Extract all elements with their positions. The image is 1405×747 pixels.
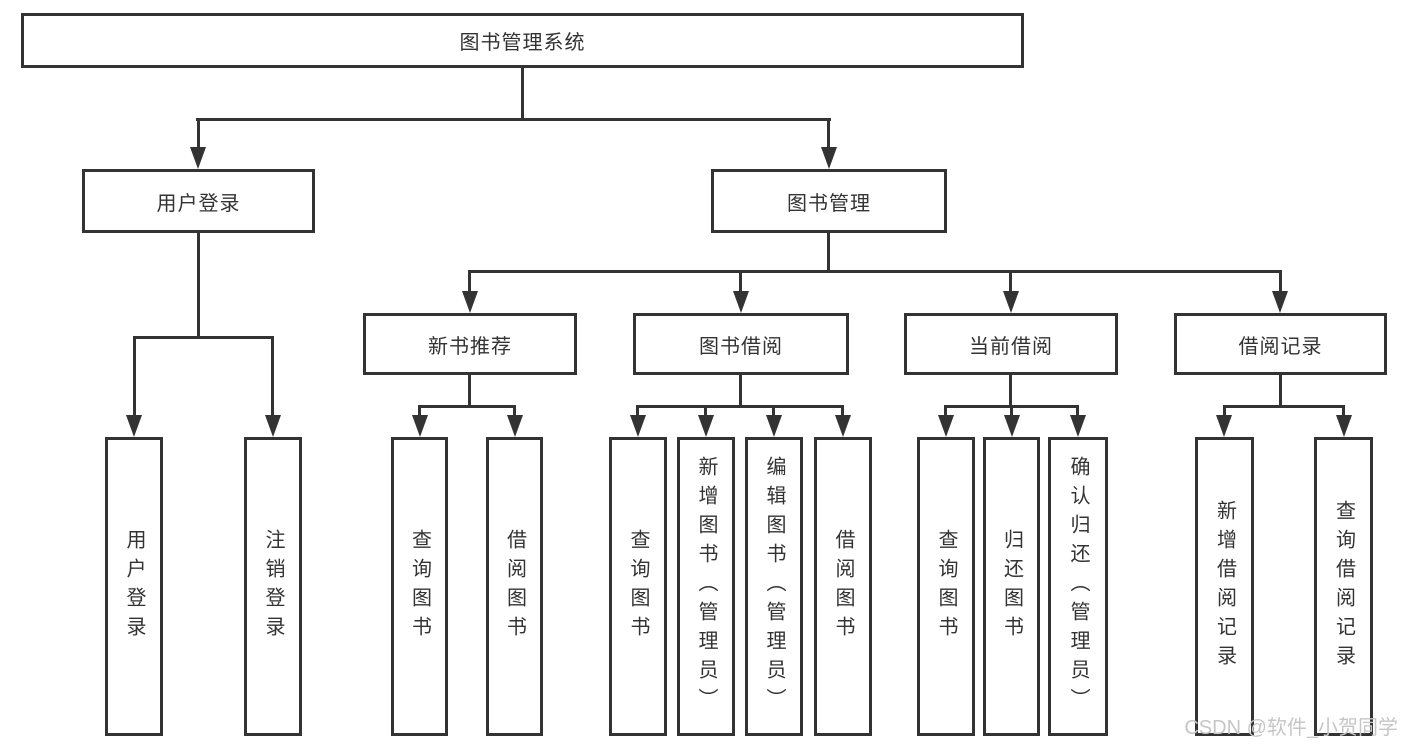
connector-hline [196, 118, 831, 121]
arrow-down-icon [1216, 415, 1232, 437]
node-label: 用户登录 [123, 528, 145, 645]
arrow-down-icon [507, 415, 523, 437]
node-label: 图书管理 [787, 192, 871, 215]
arrow-down-icon [462, 291, 478, 313]
arrow-down-icon [835, 415, 851, 437]
node-label: 当前借阅 [969, 335, 1053, 358]
connector-vline [739, 270, 742, 295]
arrow-down-icon [698, 415, 714, 437]
connector-vline [468, 375, 471, 407]
arrow-down-icon [1004, 415, 1020, 437]
leaf-user-login: 用户登录 [105, 437, 163, 736]
connector-vline [772, 405, 775, 419]
node-label: 编辑图书（管理员） [763, 456, 785, 717]
node-label: 借阅图书 [832, 528, 854, 645]
node-label: 新书推荐 [428, 335, 512, 358]
connector-vline [827, 118, 830, 150]
connector-vline [827, 233, 830, 272]
node-label: 归还图书 [1000, 528, 1023, 645]
node-label: 查询图书 [627, 528, 649, 645]
node-label: 查询图书 [935, 528, 957, 645]
node-new-book-recommend: 新书推荐 [363, 313, 577, 375]
connector-vline [739, 375, 742, 407]
node-current-borrow: 当前借阅 [904, 313, 1118, 375]
connector-hline [133, 336, 274, 339]
arrow-down-icon [1336, 415, 1352, 437]
node-user-login: 用户登录 [82, 169, 315, 233]
leaf-borrow-books-recommend: 借阅图书 [486, 437, 543, 736]
arrow-down-icon [412, 415, 428, 437]
connector-hline [637, 405, 844, 408]
arrow-down-icon [1070, 415, 1086, 437]
leaf-add-borrow-record: 新增借阅记录 [1195, 437, 1254, 736]
arrow-down-icon [766, 415, 782, 437]
node-label: 新增借阅记录 [1213, 499, 1236, 674]
node-label: 借阅图书 [503, 528, 526, 645]
node-label: 查询图书 [408, 528, 431, 645]
arrow-down-icon [1272, 291, 1288, 313]
connector-vline [197, 233, 200, 336]
leaf-query-borrow-record: 查询借阅记录 [1314, 437, 1373, 736]
leaf-return-books: 归还图书 [983, 437, 1040, 736]
arrow-down-icon [821, 147, 837, 169]
connector-vline [1009, 270, 1012, 295]
leaf-edit-books-admin: 编辑图书（管理员） [745, 437, 803, 736]
connector-vline [944, 405, 947, 419]
node-label: 确认归还（管理员） [1067, 456, 1089, 717]
leaf-add-books-admin: 新增图书（管理员） [677, 437, 735, 736]
connector-vline [468, 270, 471, 295]
node-label: 新增图书（管理员） [695, 456, 717, 717]
connector-vline [841, 405, 844, 419]
arrow-down-icon [938, 415, 954, 437]
connector-vline [704, 405, 707, 419]
connector-vline [197, 118, 200, 150]
arrow-down-icon [733, 291, 749, 313]
node-label: 注销登录 [262, 528, 284, 645]
connector-vline [1342, 405, 1345, 419]
node-label: 图书借阅 [699, 335, 783, 358]
connector-vline [1279, 375, 1282, 407]
arrow-down-icon [265, 415, 281, 437]
node-book-management: 图书管理 [711, 169, 947, 233]
connector-vline [521, 67, 524, 120]
leaf-query-books-recommend: 查询图书 [391, 437, 448, 736]
node-label: 用户登录 [156, 192, 241, 215]
connector-vline [1076, 405, 1079, 419]
leaf-confirm-return-admin: 确认归还（管理员） [1048, 437, 1108, 736]
connector-vline [418, 405, 421, 419]
leaf-query-books-borrow: 查询图书 [609, 437, 667, 736]
connector-hline [1223, 405, 1345, 408]
connector-vline [513, 405, 516, 419]
arrow-down-icon [630, 415, 646, 437]
arrow-down-icon [126, 415, 142, 437]
connector-vline [271, 336, 274, 417]
csdn-watermark: CSDN @软件_小贺同学 [1184, 717, 1398, 739]
node-label: 查询借阅记录 [1332, 499, 1355, 674]
node-label: 图书管理系统 [459, 32, 586, 54]
arrow-down-icon [1003, 291, 1019, 313]
arrow-down-icon [190, 147, 206, 169]
leaf-borrow-books: 借阅图书 [814, 437, 872, 736]
connector-vline [636, 405, 639, 419]
connector-vline [133, 336, 136, 417]
connector-hline [419, 405, 516, 408]
connector-vline [1279, 270, 1282, 295]
connector-vline [1009, 375, 1012, 407]
leaf-logout: 注销登录 [244, 437, 302, 736]
leaf-query-books-current: 查询图书 [917, 437, 975, 736]
connector-hline [469, 270, 1282, 273]
connector-vline [1010, 405, 1013, 419]
connector-vline [1223, 405, 1226, 419]
node-borrow-records: 借阅记录 [1174, 313, 1387, 375]
node-label: 借阅记录 [1238, 335, 1323, 358]
node-book-borrow: 图书借阅 [633, 313, 849, 375]
node-root-system: 图书管理系统 [21, 13, 1024, 68]
